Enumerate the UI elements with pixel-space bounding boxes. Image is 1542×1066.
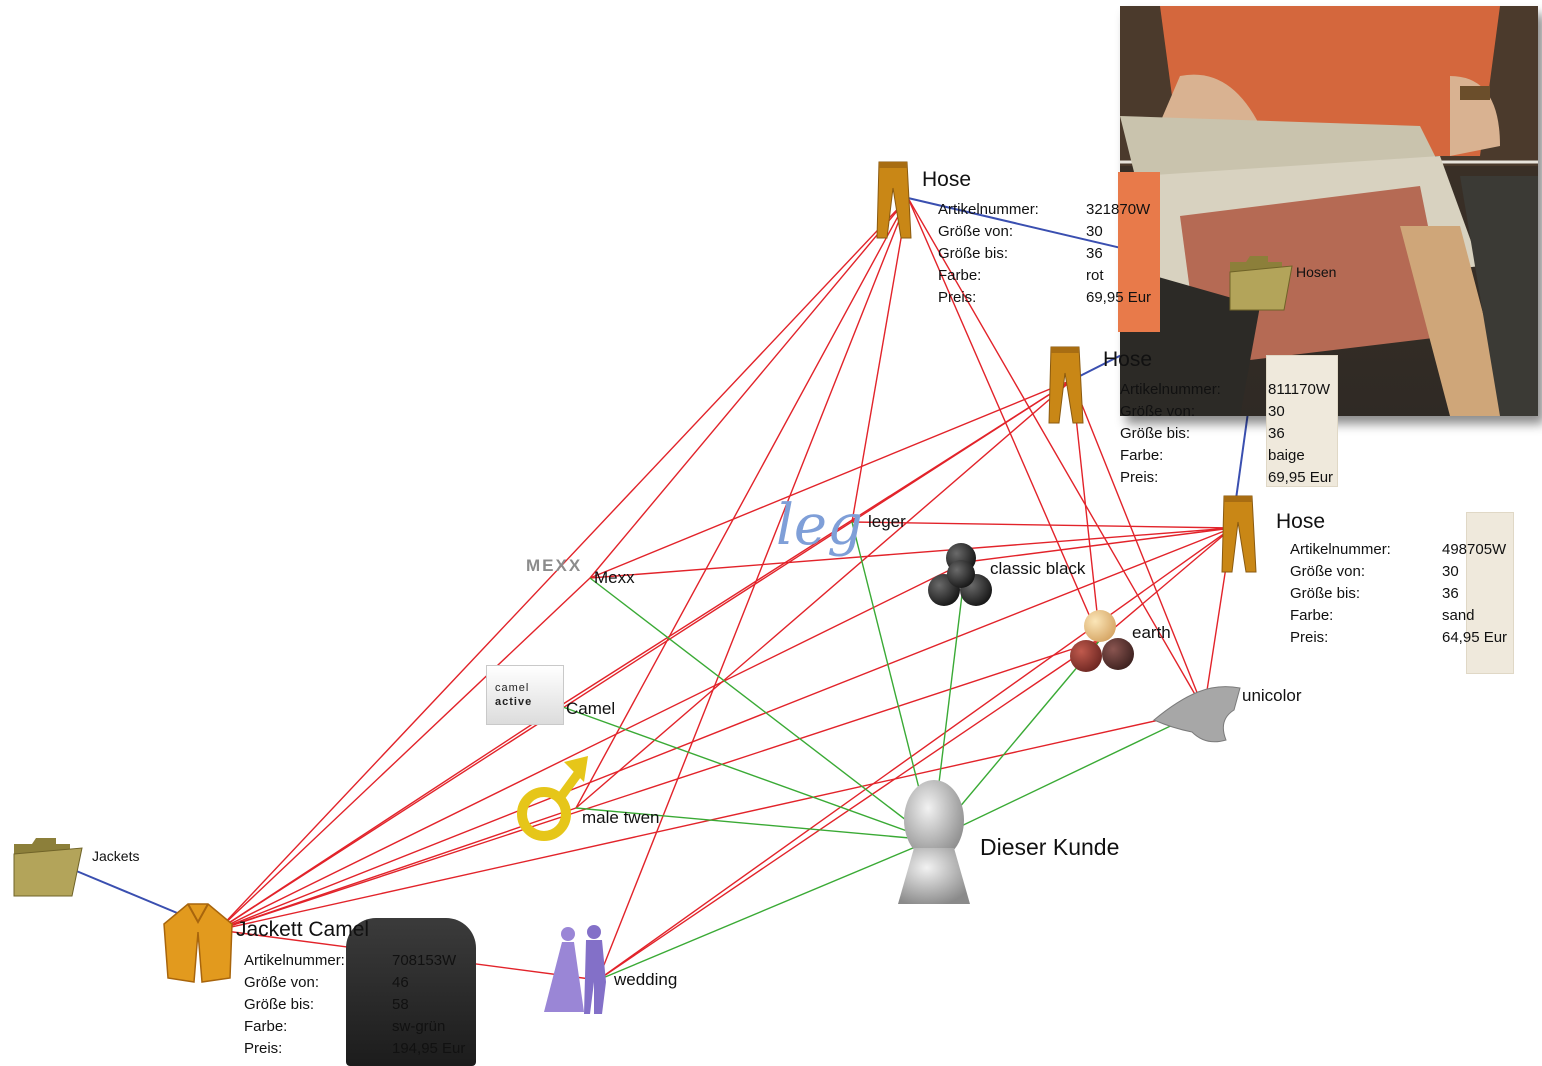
- pants-icon[interactable]: [1218, 494, 1258, 579]
- edge-hose1-jacket: [217, 197, 909, 931]
- edge-customer-male: [575, 807, 933, 841]
- hose1-info: Artikelnummer:321870W Größe von:30 Größe…: [938, 201, 1152, 306]
- hose1-title: Hose: [922, 168, 972, 191]
- edge-hose3-wedding: [597, 527, 1233, 981]
- edge-hose2-unicolor: [1071, 379, 1205, 711]
- edge-jacket-camel: [217, 705, 561, 931]
- product-swatch-red: [1118, 172, 1160, 332]
- jacket-title: Jackett Camel: [236, 918, 370, 941]
- edge-jacket-mexx: [217, 577, 591, 931]
- product-swatch-black-jacket: [346, 918, 476, 1066]
- edge-hose1-mexx: [589, 197, 909, 579]
- pants-icon[interactable]: [1045, 345, 1085, 430]
- edge-hose2-male: [575, 379, 1073, 809]
- leger-label: leger: [868, 512, 906, 531]
- edge-hose3-jacket: [217, 527, 1233, 931]
- store-photo: [1120, 6, 1538, 416]
- jackets-folder-label: Jackets: [92, 848, 140, 864]
- edge-hose2-jacket: [217, 379, 1073, 931]
- edge-hose1-male: [575, 197, 909, 809]
- mexx-logo[interactable]: MEXX: [526, 556, 583, 575]
- wedding-couple-icon[interactable]: [540, 922, 616, 1021]
- customer-label: Dieser Kunde: [980, 834, 1120, 860]
- sphere-cluster-icon[interactable]: [1066, 608, 1138, 681]
- male-twen-label: male twen: [582, 808, 660, 827]
- hosen-folder-label: Hosen: [1296, 264, 1337, 280]
- product-swatch-sand: [1466, 512, 1514, 674]
- folder-icon[interactable]: [12, 838, 84, 905]
- hose3-title: Hose: [1276, 510, 1326, 533]
- camel-label: Camel: [566, 699, 616, 718]
- leg-logo[interactable]: leg: [776, 493, 863, 558]
- mexx-label: Mexx: [594, 568, 635, 587]
- edge-customer-unicolor: [931, 709, 1205, 841]
- male-symbol-icon[interactable]: [514, 754, 596, 851]
- hose2-info: Artikelnummer:811170W Größe von:30 Größe…: [1120, 381, 1334, 486]
- edge-customer-mexx: [589, 577, 933, 841]
- wedding-label: wedding: [614, 970, 678, 989]
- edge-hose1-earth: [907, 197, 1101, 641]
- edge-hose1-unicolor: [907, 197, 1205, 711]
- edge-hose2-mexx: [589, 379, 1073, 579]
- classic-black-label: classic black: [990, 559, 1086, 578]
- edge-jacket-earth: [217, 639, 1101, 931]
- cloth-icon[interactable]: [1148, 680, 1244, 751]
- jacket-icon[interactable]: [160, 902, 236, 989]
- edge-jacket-male: [217, 807, 577, 931]
- edge-customer-camel: [559, 705, 933, 841]
- edge-hose2-camel: [559, 379, 1073, 707]
- earth-label: earth: [1132, 623, 1171, 642]
- pants-icon[interactable]: [873, 160, 913, 245]
- edge-customer-wedding: [597, 839, 933, 981]
- camel-active-logo[interactable]: camel active: [486, 665, 564, 725]
- edge-hose1-wedding: [597, 197, 909, 981]
- edge-hose3-classic: [965, 527, 1233, 563]
- edge-hose3-earth: [1099, 527, 1233, 641]
- unicolor-label: unicolor: [1242, 686, 1302, 705]
- product-swatch-beige: [1266, 355, 1338, 487]
- hose3-info: Artikelnummer:498705W Größe von:30 Größe…: [1290, 541, 1508, 646]
- edge-jacket-classic: [217, 561, 967, 931]
- head-bust-icon[interactable]: [892, 776, 976, 911]
- edge-hose1-leger: [851, 197, 909, 523]
- edge-hose3-leger: [851, 521, 1233, 529]
- edge-hose3-mexx: [589, 527, 1233, 579]
- hose2-title: Hose: [1103, 348, 1153, 371]
- folder-icon[interactable]: [1228, 254, 1294, 319]
- jacket-info: Artikelnummer:708153W Größe von:46 Größe…: [244, 952, 466, 1057]
- sphere-cluster-icon[interactable]: [926, 542, 996, 613]
